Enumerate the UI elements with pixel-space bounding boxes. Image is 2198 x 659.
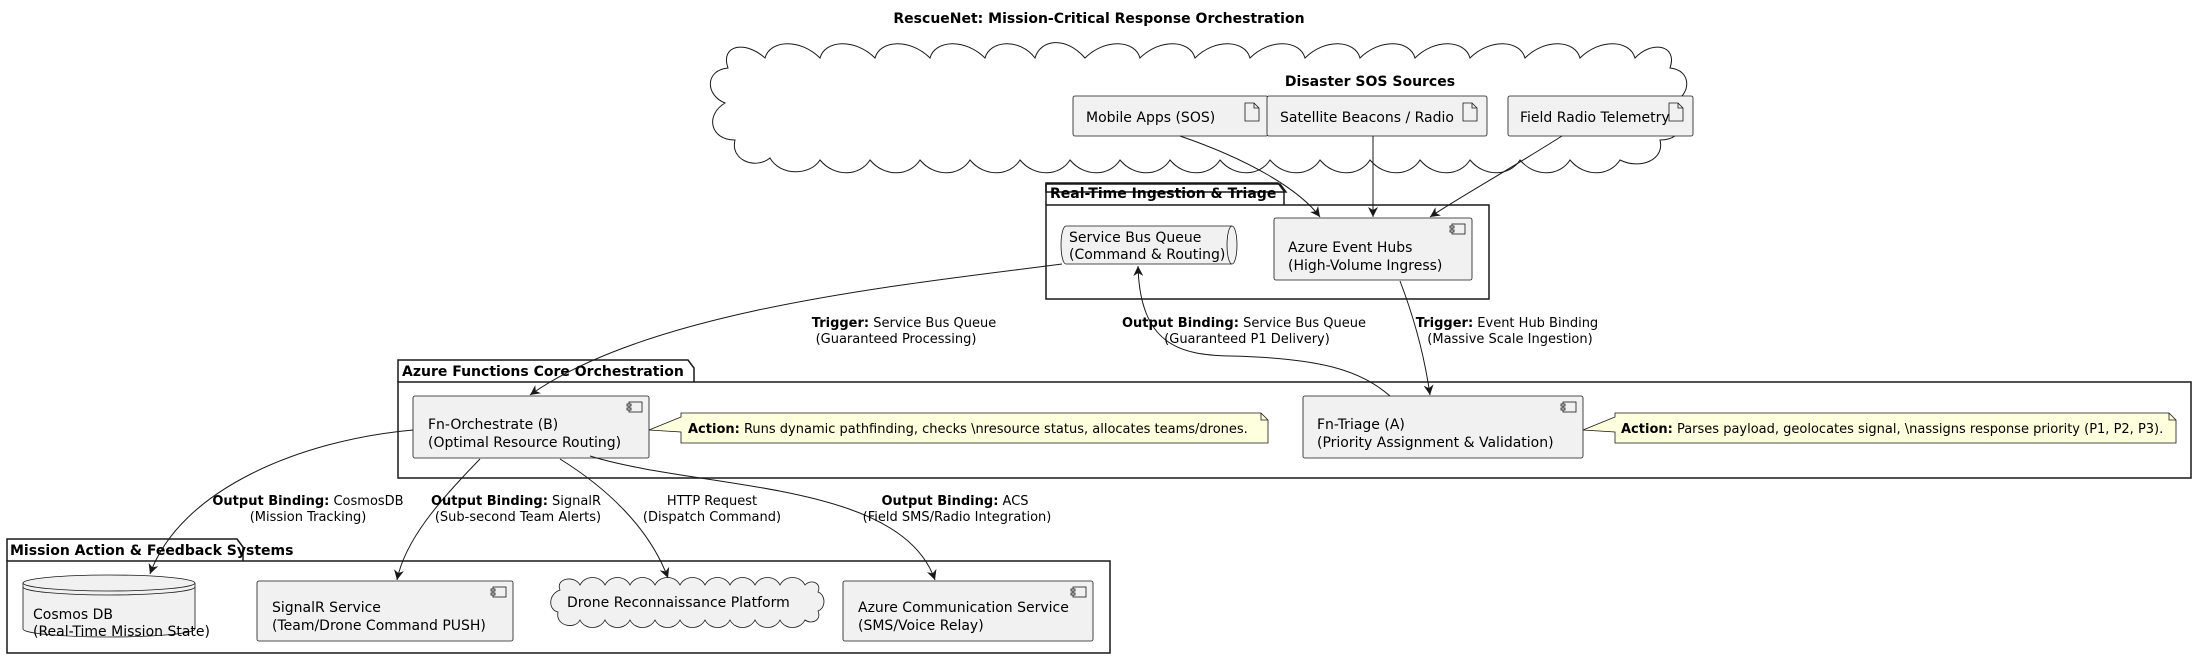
- cosmos-db-sublabel: (Real-Time Mission State): [33, 624, 210, 640]
- satellite-beacons-label: Satellite Beacons / Radio: [1280, 110, 1454, 126]
- sos-sources-cloud: Disaster SOS Sources Mobile Apps (SOS) S…: [709, 42, 1694, 174]
- mission-package-label: Mission Action & Feedback Systems: [10, 543, 293, 559]
- fn-triage-component: Fn-Triage (A) (Priority Assignment & Val…: [1302, 395, 1584, 459]
- edge-orchestrate-to-drone-sublabel: (Dispatch Command): [643, 510, 781, 525]
- edge-orchestrate-to-drone: HTTP Request (Dispatch Command): [559, 458, 781, 579]
- component-icon: [626, 401, 643, 413]
- edge-orchestrate-to-signalr-sublabel: (Sub-second Team Alerts): [435, 510, 601, 525]
- service-bus-sublabel: (Command & Routing): [1069, 247, 1225, 263]
- ingestion-package-frame: [1045, 204, 1490, 300]
- edge-field-to-eventhubs: [1429, 135, 1563, 218]
- functions-package-tab: [397, 359, 695, 382]
- mobile-apps-label: Mobile Apps (SOS): [1086, 110, 1215, 126]
- drone-platform-cloud: Drone Reconnaissance Platform: [550, 577, 825, 628]
- fn-triage-label: Fn-Triage (A): [1317, 417, 1405, 433]
- triage-note-text: Action: Parses payload, geolocates signa…: [1621, 422, 2163, 437]
- fn-triage-sublabel: (Priority Assignment & Validation): [1317, 435, 1554, 451]
- cosmos-db-label: Cosmos DB: [33, 607, 113, 623]
- edge-orchestrate-to-cosmos: Output Binding: CosmosDB (Mission Tracki…: [148, 429, 414, 575]
- edge-orchestrate-to-signalr-label: Output Binding: SignalR: [431, 494, 601, 509]
- edge-servicebus-to-orchestrate-label: Trigger: Service Bus Queue: [812, 316, 996, 331]
- edge-eventhubs-to-triage-label: Trigger: Event Hub Binding: [1416, 316, 1598, 331]
- ingestion-package-label: Real-Time Ingestion & Triage: [1050, 186, 1276, 202]
- fn-orchestrate-label: Fn-Orchestrate (B): [428, 417, 558, 433]
- edge-orchestrate-to-acs-sublabel: (Field SMS/Radio Integration): [863, 510, 1052, 525]
- edge-orchestrate-to-cosmos-label: Output Binding: CosmosDB: [212, 494, 403, 509]
- edge-mobile-to-eventhubs: [1179, 135, 1321, 218]
- mission-package-frame: [6, 560, 1111, 654]
- service-bus-label: Service Bus Queue: [1069, 230, 1201, 246]
- service-bus-queue: Service Bus Queue (Command & Routing): [1060, 225, 1238, 265]
- functions-package-frame: [397, 381, 2192, 479]
- component-icon: [1449, 223, 1466, 235]
- artifact-icon: [1668, 102, 1684, 122]
- edge-servicebus-to-orchestrate: Trigger: Service Bus Queue (Guaranteed P…: [529, 263, 1063, 396]
- triage-note: Action: Parses payload, geolocates signa…: [1582, 412, 2177, 444]
- fn-orchestrate-sublabel: (Optimal Resource Routing): [428, 435, 621, 451]
- field-radio-label: Field Radio Telemetry: [1520, 110, 1670, 126]
- edge-orchestrate-to-acs: Output Binding: ACS (Field SMS/Radio Int…: [589, 455, 1052, 581]
- signalr-component: SignalR Service (Team/Drone Command PUSH…: [256, 580, 514, 642]
- diagram-title: RescueNet: Mission-Critical Response Orc…: [893, 11, 1304, 27]
- edge-triage-to-servicebus-sublabel: (Guaranteed P1 Delivery): [1164, 332, 1330, 347]
- ingestion-package: Real-Time Ingestion & Triage Service Bus…: [1045, 182, 1490, 300]
- component-icon: [490, 586, 507, 598]
- signalr-label: SignalR Service: [272, 600, 381, 616]
- artifact-icon: [1244, 102, 1260, 122]
- field-radio-artifact: Field Radio Telemetry: [1507, 95, 1694, 137]
- edge-triage-to-servicebus-label: Output Binding: Service Bus Queue: [1122, 316, 1366, 331]
- acs-component: Azure Communication Service (SMS/Voice R…: [842, 580, 1094, 642]
- acs-label: Azure Communication Service: [858, 600, 1069, 616]
- edge-eventhubs-to-triage-sublabel: (Massive Scale Ingestion): [1427, 332, 1592, 347]
- signalr-sublabel: (Team/Drone Command PUSH): [272, 618, 486, 634]
- edge-orchestrate-to-cosmos-sublabel: (Mission Tracking): [250, 510, 367, 525]
- event-hubs-component: Azure Event Hubs (High-Volume Ingress): [1273, 217, 1473, 281]
- mission-package-tab: [6, 538, 244, 561]
- edge-orchestrate-to-signalr: Output Binding: SignalR (Sub-second Team…: [394, 458, 601, 581]
- edge-eventhubs-to-triage: Trigger: Event Hub Binding (Massive Scal…: [1399, 280, 1598, 396]
- event-hubs-label: Azure Event Hubs: [1288, 240, 1412, 256]
- event-hubs-sublabel: (High-Volume Ingress): [1288, 258, 1442, 274]
- artifact-icon: [1462, 102, 1478, 122]
- edge-servicebus-to-orchestrate-sublabel: (Guaranteed Processing): [816, 332, 977, 347]
- acs-sublabel: (SMS/Voice Relay): [858, 618, 984, 634]
- component-icon: [1560, 401, 1577, 413]
- functions-package: Azure Functions Core Orchestration Fn-Or…: [397, 359, 2192, 479]
- edge-orchestrate-to-acs-label: Output Binding: ACS: [881, 494, 1028, 509]
- drone-platform-label: Drone Reconnaissance Platform: [567, 595, 790, 611]
- orchestrate-note: Action: Runs dynamic pathfinding, checks…: [648, 412, 1269, 444]
- satellite-beacons-artifact: Satellite Beacons / Radio: [1266, 95, 1488, 137]
- cosmos-db-database: Cosmos DB (Real-Time Mission State): [22, 574, 210, 640]
- edge-triage-to-servicebus: Output Binding: Service Bus Queue (Guara…: [1122, 265, 1391, 397]
- ingestion-package-tab: [1045, 182, 1285, 205]
- mobile-apps-artifact: Mobile Apps (SOS): [1072, 95, 1269, 137]
- functions-package-label: Azure Functions Core Orchestration: [402, 364, 684, 380]
- mission-package: Mission Action & Feedback Systems Cosmos…: [6, 538, 1111, 654]
- component-icon: [1070, 586, 1087, 598]
- sos-sources-label: Disaster SOS Sources: [1285, 74, 1455, 90]
- edge-orchestrate-to-drone-label: HTTP Request: [667, 494, 757, 509]
- orchestrate-note-text: Action: Runs dynamic pathfinding, checks…: [688, 422, 1248, 437]
- fn-orchestrate-component: Fn-Orchestrate (B) (Optimal Resource Rou…: [412, 395, 650, 459]
